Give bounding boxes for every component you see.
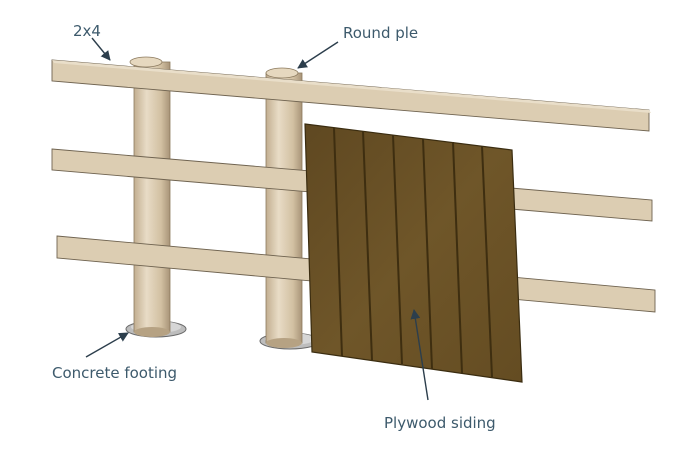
plywood-siding-panel (304, 123, 523, 383)
leader-footing (85, 332, 129, 358)
rail-top (51, 59, 651, 132)
label-plywood-siding: Plywood siding (384, 414, 496, 432)
leader-siding (410, 309, 429, 401)
round-pile-left (129, 56, 171, 337)
label-2x4: 2x4 (73, 22, 101, 40)
leader-pile (297, 41, 339, 69)
plywood-grooves (333, 127, 493, 378)
label-concrete-footing: Concrete footing (52, 364, 177, 382)
leader-board (91, 37, 111, 61)
round-pile-right (265, 67, 303, 348)
label-round-pile: Round ple (343, 24, 418, 42)
